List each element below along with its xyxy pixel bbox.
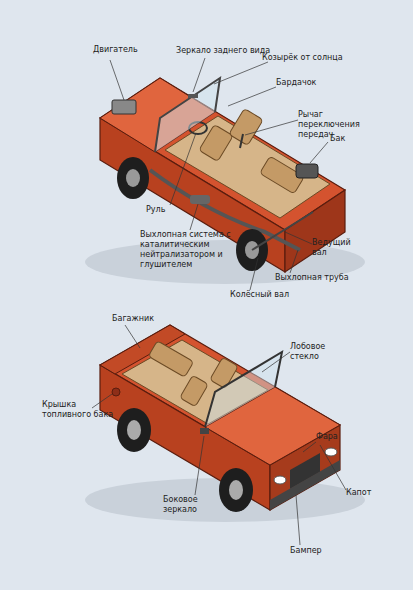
- engine: [112, 100, 136, 114]
- part-label: Руль: [146, 205, 165, 215]
- windshield: [205, 352, 282, 427]
- leader-line: [170, 133, 196, 205]
- leader-line: [214, 62, 268, 84]
- windshield-frame: [155, 78, 220, 152]
- part-label: Ведущий вал: [312, 238, 360, 258]
- bumper: [270, 460, 340, 510]
- gear-lever: [240, 134, 243, 148]
- part-label: Колёсный вал: [230, 290, 289, 300]
- part-label: Бак: [330, 134, 345, 144]
- leader-line: [285, 232, 312, 244]
- muffler: [190, 195, 210, 204]
- part-label: Бардачок: [276, 78, 316, 88]
- rear-seat: [148, 341, 193, 378]
- seat: [229, 108, 263, 145]
- hub: [126, 169, 140, 187]
- part-label: Бампер: [290, 546, 322, 556]
- part-label: Лобовое стекло: [290, 342, 345, 362]
- wheel: [117, 408, 151, 452]
- leader-line: [190, 204, 198, 230]
- leader-line: [228, 87, 276, 106]
- part-label: Капот: [346, 488, 371, 498]
- headlight: [325, 448, 337, 456]
- seat: [199, 124, 233, 161]
- leader-line: [296, 495, 300, 545]
- leader-line: [195, 436, 204, 495]
- wheel: [219, 468, 253, 512]
- headlight: [274, 476, 286, 484]
- part-label: Багажник: [112, 314, 154, 324]
- leader-line: [110, 60, 124, 100]
- side-mirror: [200, 428, 209, 434]
- leader-line: [303, 442, 316, 452]
- fuel-cap: [112, 388, 120, 396]
- top-car: [85, 78, 365, 284]
- part-label: Выхлопная система с каталитическим нейтр…: [140, 230, 250, 270]
- hub: [229, 480, 243, 500]
- leader-line: [290, 250, 298, 273]
- leader-line: [250, 258, 258, 290]
- wheel: [117, 157, 149, 199]
- bottom-car: [85, 325, 365, 522]
- leader-line: [92, 394, 112, 408]
- hub: [127, 420, 141, 440]
- part-label: Двигатель: [93, 45, 138, 55]
- leader-line: [310, 142, 328, 163]
- leader-line: [262, 352, 290, 372]
- part-label: Фара: [316, 432, 338, 442]
- axle: [252, 212, 313, 250]
- fuel-tank: [296, 164, 318, 178]
- leader-line: [245, 120, 298, 135]
- part-label: Зеркало заднего вида: [176, 46, 270, 56]
- leader-line: [125, 325, 140, 348]
- part-label: Выхлопная труба: [275, 273, 349, 283]
- mirror: [188, 94, 198, 98]
- part-label: Крышка топливного бака: [42, 400, 114, 420]
- part-label: Козырёк от солнца: [262, 53, 343, 63]
- leader-line: [320, 445, 346, 490]
- leader-line: [193, 58, 205, 92]
- part-label: Боковое зеркало: [163, 495, 213, 515]
- seat: [180, 375, 209, 407]
